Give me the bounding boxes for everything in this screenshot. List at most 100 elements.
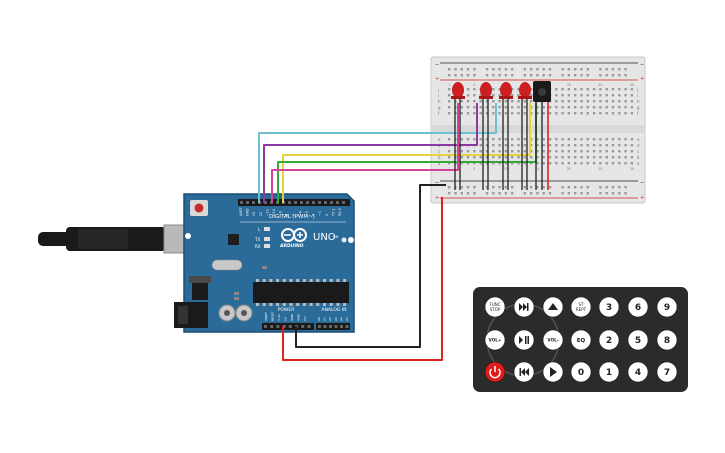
header-hole[interactable]	[312, 201, 315, 204]
header-hole[interactable]	[300, 201, 303, 204]
remote-button-8[interactable]: 8	[656, 329, 678, 351]
header-hole[interactable]	[330, 201, 333, 204]
header-hole[interactable]	[288, 201, 291, 204]
svg-text:4: 4	[635, 368, 641, 378]
remote-button-0[interactable]: 0	[570, 361, 592, 383]
header-hole[interactable]	[264, 201, 267, 204]
wire-red	[282, 197, 443, 361]
next-track-button[interactable]	[513, 296, 535, 318]
row-letter: a	[438, 161, 441, 166]
svg-text:6: 6	[635, 303, 641, 313]
digital-pin-label: RX 0	[338, 208, 342, 216]
arduino-logo	[281, 228, 307, 242]
led-1[interactable]	[451, 82, 465, 190]
row-letter: c	[438, 149, 440, 154]
header-hole[interactable]	[345, 325, 349, 328]
header-hole[interactable]	[307, 325, 311, 328]
rail-sign: −	[640, 62, 644, 68]
header-hole[interactable]	[294, 201, 297, 204]
remote-button-vol-[interactable]: VOL-	[542, 329, 564, 351]
svg-text:7: 7	[664, 368, 670, 378]
digital-pin-label: ~5	[305, 211, 309, 216]
breadboard[interactable]: jjiihhggffeeddccbbaa11551010151520202525…	[430, 56, 646, 204]
prev-track-button[interactable]	[513, 361, 535, 383]
play-pause-button[interactable]	[513, 329, 535, 351]
row-letter: e	[637, 137, 640, 142]
remote-button-4[interactable]: 4	[627, 361, 649, 383]
header-hole[interactable]	[252, 201, 255, 204]
header-hole[interactable]	[329, 325, 332, 328]
tx-label: TX	[254, 237, 260, 242]
remote-button-3[interactable]: 3	[598, 296, 620, 318]
digital-pin-label: 12	[259, 212, 263, 216]
up-button[interactable]	[542, 296, 564, 318]
row-letter: i	[438, 93, 439, 98]
rail-sign: −	[435, 180, 439, 186]
header-hole[interactable]	[240, 201, 243, 204]
remote-button-2[interactable]: 2	[598, 329, 620, 351]
analog-pin-label: A3	[334, 317, 338, 321]
header-hole[interactable]	[318, 325, 321, 328]
column-number: 15	[535, 167, 539, 171]
remote-button-1[interactable]: 1	[598, 361, 620, 383]
header-hole[interactable]	[301, 325, 305, 328]
down-icon	[550, 367, 557, 377]
digital-pin-label: 8	[285, 214, 289, 216]
row-letter: a	[637, 161, 640, 166]
svg-text:VOL-: VOL-	[547, 338, 558, 343]
row-letter: h	[637, 99, 640, 104]
analog-pin-label: A1	[323, 317, 327, 321]
header-hole[interactable]	[340, 325, 343, 328]
rail-sign: +	[435, 76, 439, 82]
svg-text:0: 0	[578, 368, 584, 378]
analog-header	[316, 323, 350, 330]
components	[451, 81, 551, 190]
reset-button[interactable]	[194, 203, 204, 213]
header-hole[interactable]	[334, 325, 338, 328]
power-label: POWER	[278, 307, 295, 313]
rail-sign: +	[640, 195, 644, 201]
header-hole[interactable]	[342, 201, 345, 204]
header-hole[interactable]	[323, 325, 327, 328]
svg-text:REPT: REPT	[576, 307, 587, 312]
remote-button-7[interactable]: 7	[656, 361, 678, 383]
header-hole[interactable]	[318, 201, 321, 204]
header-hole[interactable]	[276, 325, 280, 328]
down-button[interactable]	[542, 361, 564, 383]
led-3[interactable]	[499, 82, 513, 190]
remote-button-9[interactable]: 9	[656, 296, 678, 318]
row-letter: i	[637, 93, 638, 98]
led-2[interactable]	[479, 82, 493, 190]
power-pin-label: 5V	[284, 316, 288, 321]
header-hole[interactable]	[264, 325, 267, 328]
digital-pin-label: AREF	[239, 207, 243, 216]
row-letter: j	[636, 87, 638, 92]
header-hole[interactable]	[270, 325, 274, 328]
row-letter: h	[438, 99, 441, 104]
on-label: ON	[333, 235, 339, 239]
power-button[interactable]	[484, 361, 506, 383]
header-hole[interactable]	[282, 325, 286, 328]
remote-button-6[interactable]: 6	[627, 296, 649, 318]
remote-button-eq[interactable]: EQ	[570, 329, 592, 351]
header-hole[interactable]	[324, 201, 327, 204]
remote-button-vol-[interactable]: VOL+	[484, 329, 506, 351]
led-4[interactable]	[518, 82, 532, 190]
header-hole[interactable]	[246, 201, 249, 204]
row-letter: g	[438, 105, 441, 110]
rx-label: RX	[255, 244, 261, 249]
ir-receiver[interactable]	[533, 81, 551, 190]
header-hole[interactable]	[336, 201, 339, 204]
header-hole[interactable]	[306, 201, 309, 204]
remote-button-5[interactable]: 5	[627, 329, 649, 351]
header-hole[interactable]	[288, 325, 292, 328]
digital-pin-label: ~11	[265, 209, 269, 216]
svg-text:VOL+: VOL+	[489, 338, 502, 343]
on-led	[341, 237, 347, 243]
column-number: 1	[448, 83, 450, 87]
